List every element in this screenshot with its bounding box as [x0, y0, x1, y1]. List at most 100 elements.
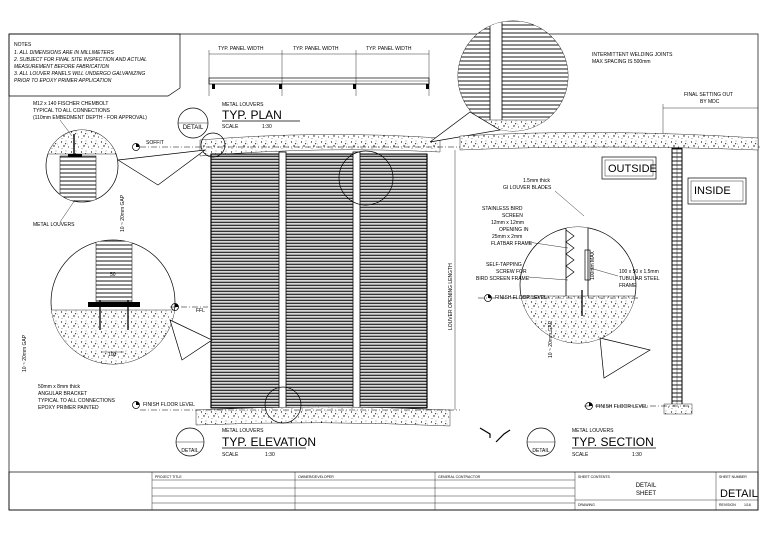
chembolt-line-1: M12 x 140 FISCHER CHEMBOLT: [33, 101, 108, 107]
ffl-mid-label: FINISH FLOOR LEVEL: [495, 295, 547, 301]
ffl-label: FFL: [196, 308, 205, 314]
elevation-subtitle: METAL LOUVERS: [222, 428, 264, 434]
plan-title: TYP. PLAN: [222, 108, 282, 122]
ffl-marker: FFL: [170, 303, 208, 314]
bird-screen-line-3: 12mm x 12mm: [491, 220, 524, 226]
chembolt-line-3: (110mm EMBEDMENT DEPTH - FOR APPROVAL): [33, 115, 147, 121]
elevation-title: TYP. ELEVATION: [222, 435, 316, 449]
sheet-contents-line-1: DETAIL: [636, 483, 657, 489]
section-detail-tag: DETAIL: [532, 448, 549, 454]
inside-box: [687, 177, 747, 205]
callout-circle-bottom: [264, 386, 302, 424]
plan-scale-label: SCALE: [222, 124, 239, 130]
tubular-line-3: FRAME: [619, 283, 637, 289]
section-scale: 1:30: [632, 452, 642, 458]
plan-title-block: DETAIL METAL LOUVERS TYP. PLAN SCALE 1:3…: [177, 102, 300, 139]
floor-concrete: [195, 406, 451, 427]
tubular-line-1: 100 x 50 x 1.5mm: [619, 269, 659, 275]
welding-line-1: INTERMITTENT WELDING JOINTS: [592, 52, 673, 58]
bracket-line-3: TYPICAL TO ALL CONNECTIONS: [38, 398, 116, 404]
notes-heading: NOTES: [14, 42, 32, 48]
revision-label: REVISION: [719, 503, 736, 507]
inside-label: INSIDE: [694, 185, 731, 197]
soffit-marker: [132, 143, 140, 151]
dim-100: 100: [108, 352, 117, 358]
gap-left-label: 10 ~ 20mm GAP: [22, 334, 28, 372]
callout-circle-left: [200, 132, 226, 158]
panel-width-dimensions: TYP. PANEL WIDTH TYP. PANEL WIDTH TYP. P…: [208, 46, 430, 96]
sheet-number-value: DETAIL: [720, 488, 758, 500]
dim-100mm-label: 100mm MAX: [590, 250, 596, 280]
gap-section-label: 10 ~ 20mm GAP: [548, 320, 554, 358]
note-2: 2. SUBJECT FOR FINAL SITE INSPECTION AND…: [13, 57, 147, 63]
elevation-detail-tag: DETAIL: [181, 448, 198, 454]
ffl-left: FINISH FLOOR LEVEL: [132, 401, 195, 409]
panel-width-label-3: TYP. PANEL WIDTH: [366, 46, 412, 52]
callout-circle-top: [338, 150, 394, 206]
self-tapping-line-3: BIRD SCREEN FRAME: [476, 276, 530, 282]
note-3b: PRIOR TO EPOXY PRIMER APPLICATION: [14, 78, 112, 84]
tubular-line-2: TUBULAR STEEL: [619, 276, 660, 282]
setting-out-line-2: BY MDC: [700, 99, 720, 105]
detail-chembolt: M12 x 140 FISCHER CHEMBOLT TYPICAL TO AL…: [33, 101, 207, 232]
metal-louvers-label: METAL LOUVERS: [33, 222, 75, 228]
outside-box: [601, 156, 657, 180]
soffit-concrete: [199, 134, 441, 157]
ffl-left-label: FINISH FLOOR LEVEL: [143, 402, 195, 408]
elevation-title-block: DETAIL METAL LOUVERS TYP. ELEVATION SCAL…: [175, 427, 316, 458]
title-block: PROJECT TITLE OWNER/DEVELOPER GENERAL CO…: [8, 471, 759, 511]
bracket-line-1: 50mm x 8mm thick: [38, 384, 80, 390]
sheet-contents-label: SHEET CONTENTS: [578, 475, 610, 479]
self-tapping-line-2: SCREW FOR: [496, 269, 527, 275]
bird-screen-line-5: 25mm x 2mm: [492, 234, 522, 240]
welding-line-2: MAX SPACING IS 500mm: [592, 59, 651, 65]
bracket-line-2: ANGULAR BRACKET: [38, 391, 87, 397]
setting-out-line-1: FINAL SETTING OUT: [684, 92, 733, 98]
sheet-contents-line-2: SHEET: [636, 491, 656, 497]
soffit-label: SOFFIT: [146, 140, 164, 146]
sheet-number-label: SHEET NUMBER: [719, 475, 747, 479]
section-soffit-concrete: [459, 132, 759, 151]
ffl-right: FINISH FLOOR LEVEL: [584, 402, 690, 410]
panel-width-label-1: TYP. PANEL WIDTH: [218, 46, 264, 52]
chembolt-line-2: TYPICAL TO ALL CONNECTIONS: [33, 108, 111, 114]
ffl-mid: FINISH FLOOR LEVEL: [478, 294, 640, 302]
drawing-label: DRAWING: [578, 503, 595, 507]
gi-blades-line-2: GI LOUVER BLADES: [503, 185, 552, 191]
note-1: 1. ALL DIMENSIONS ARE IN MILLIMETERS: [14, 50, 115, 56]
bracket-line-4: EPOXY PRIMER PAINTED: [38, 405, 99, 411]
detail-bracket: 50 100 10 ~ 20mm GAP 50mm x 8mm thick AN…: [22, 239, 213, 411]
note-3: 3. ALL LOUVER PANELS WILL UNDERGO GALVAN…: [14, 71, 145, 77]
notes-block: NOTES 1. ALL DIMENSIONS ARE IN MILLIMETE…: [8, 33, 181, 97]
outside-label: OUTSIDE: [608, 163, 657, 175]
section-subtitle: METAL LOUVERS: [572, 428, 614, 434]
bird-screen-line-6: FLATBAR FRAME: [491, 241, 533, 247]
plan-subtitle: METAL LOUVERS: [222, 102, 264, 108]
plan-scale: 1:30: [262, 124, 272, 130]
gi-blades-line-1: 1.5mm thick: [523, 178, 550, 184]
panel-width-label-2: TYP. PANEL WIDTH: [293, 46, 339, 52]
section-cut-marker: [479, 427, 511, 443]
bird-screen-line-4: OPENING IN: [499, 227, 529, 233]
bird-screen-line-1: STAINLESS BIRD: [482, 206, 523, 212]
project-title-label: PROJECT TITLE: [155, 475, 182, 479]
elevation-louver-panels: [210, 151, 428, 411]
elevation-scale: 1:30: [265, 452, 275, 458]
ffl-right-label: FINISH FLOOR LEVEL: [596, 404, 648, 410]
section-title-block: DETAIL METAL LOUVERS TYP. SECTION SCALE …: [526, 427, 656, 458]
self-tapping-line-1: SELF-TAPPING: [486, 262, 522, 268]
contractor-label: GENERAL CONTRACTOR: [438, 475, 481, 479]
gap-top-label: 10 ~ 20mm GAP: [120, 194, 126, 232]
dim-50: 50: [110, 272, 116, 278]
detail-welding: INTERMITTENT WELDING JOINTS MAX SPACING …: [429, 20, 673, 143]
section-title: TYP. SECTION: [572, 435, 654, 449]
owner-label: OWNER/DEVELOPER: [298, 475, 334, 479]
elevation-scale-label: SCALE: [222, 452, 239, 458]
section-louver-column: [663, 147, 693, 415]
bird-screen-line-2: SCREEN: [502, 213, 523, 219]
louver-opening-label: LOUVER OPENING LENGTH: [448, 263, 454, 330]
revision-value: 1/16: [744, 503, 751, 507]
section-scale-label: SCALE: [572, 452, 589, 458]
